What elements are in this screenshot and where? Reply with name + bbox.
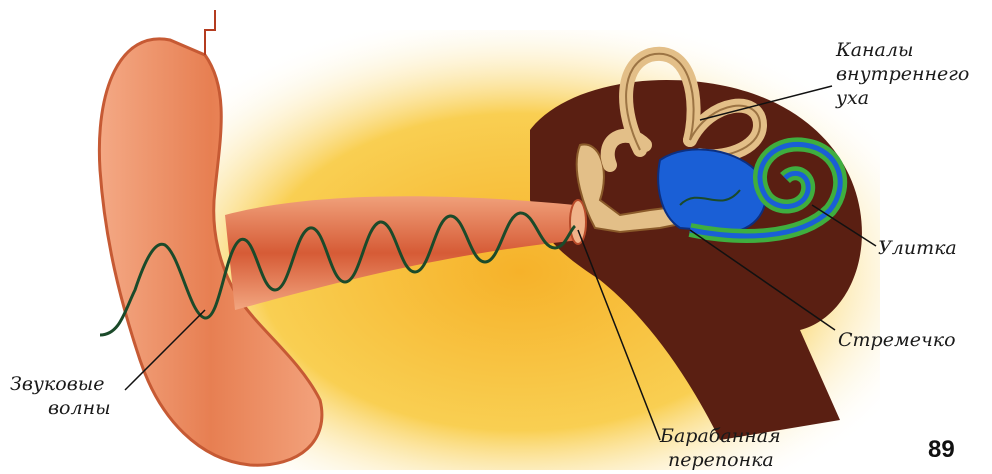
label-stirrup: Стремечко [838, 328, 956, 352]
eardrum-membrane [570, 200, 586, 244]
page-number: 89 [928, 436, 955, 464]
label-sound-waves: Звуковые волны [10, 372, 111, 420]
label-cochlea: Улитка [878, 236, 957, 260]
label-inner-ear-canals: Каналы внутреннего уха [836, 38, 969, 110]
label-eardrum: Барабанная перепонка [660, 424, 781, 472]
